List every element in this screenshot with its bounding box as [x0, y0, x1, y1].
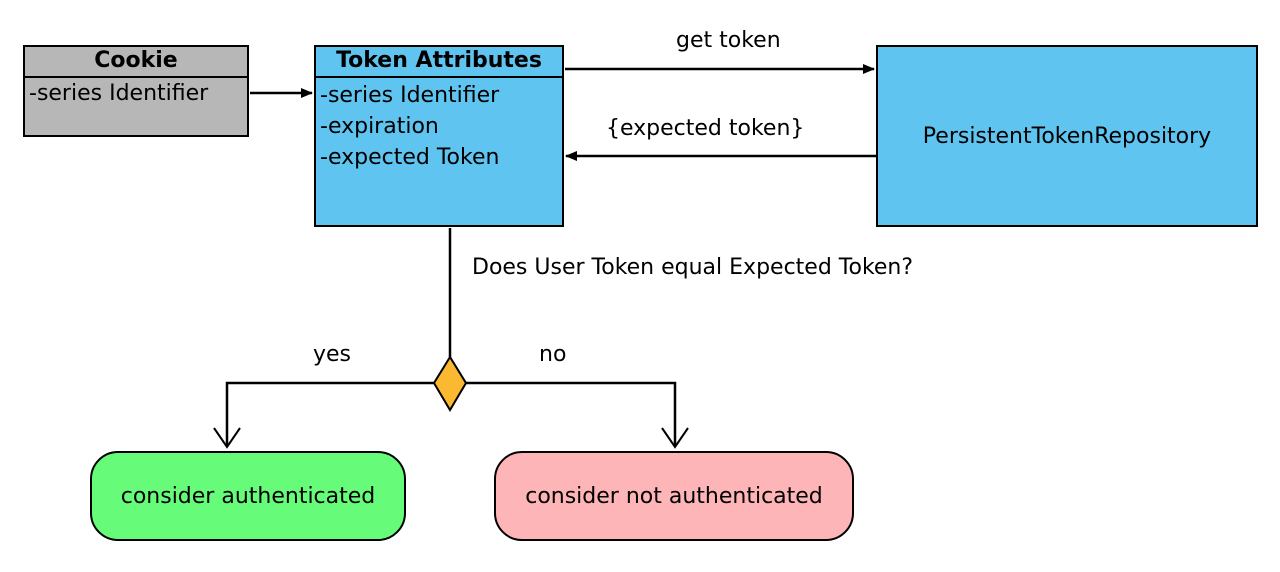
token-attribute-series-identifier: -series Identifier: [320, 83, 500, 108]
consider-not-authenticated-node: consider not authenticated: [494, 451, 854, 541]
decision-diamond: [432, 355, 468, 412]
token-attributes-title: Token Attributes: [316, 47, 562, 78]
cookie-attribute-series-identifier: -series Identifier: [29, 81, 209, 106]
persistent-token-repository-box: PersistentTokenRepository: [876, 45, 1258, 227]
token-attributes-box: Token Attributes -series Identifier -exp…: [314, 45, 564, 227]
token-attributes-list: -series Identifier -expiration -expected…: [316, 78, 562, 173]
yes-label: yes: [313, 342, 352, 367]
yes-branch-line: [225, 381, 434, 446]
expected-token-label: {expected token}: [606, 116, 805, 141]
no-branch-arrowhead: [661, 427, 689, 449]
consider-authenticated-label: consider authenticated: [120, 483, 376, 509]
get-token-label: get token: [676, 28, 781, 53]
consider-not-authenticated-label: consider not authenticated: [525, 483, 823, 509]
consider-authenticated-node: consider authenticated: [90, 451, 406, 541]
no-label: no: [539, 342, 567, 367]
cookie-box: Cookie -series Identifier: [23, 45, 249, 137]
no-branch-line: [466, 381, 677, 446]
repository-label: PersistentTokenRepository: [922, 123, 1212, 149]
yes-branch-arrowhead: [213, 427, 241, 449]
cookie-title: Cookie: [25, 47, 247, 78]
token-attribute-expected-token: -expected Token: [320, 145, 500, 170]
token-attribute-expiration: -expiration: [320, 114, 439, 139]
decision-question-label: Does User Token equal Expected Token?: [472, 255, 914, 280]
